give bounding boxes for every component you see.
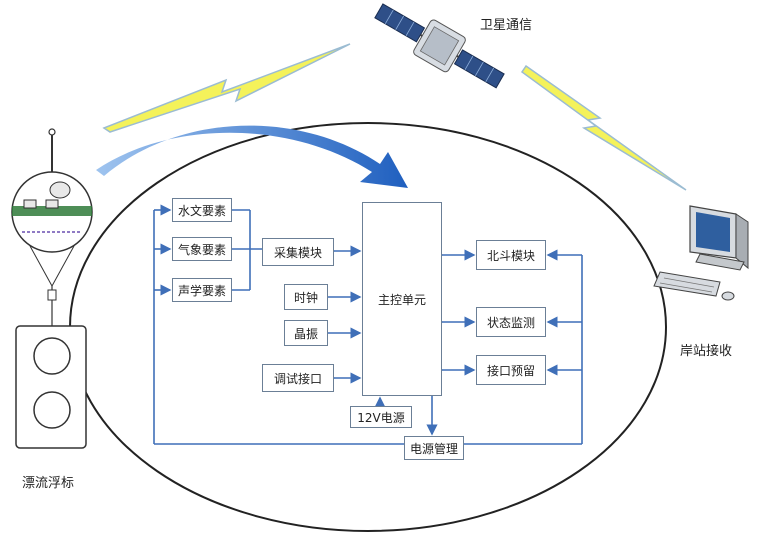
- interface-reserve-block: 接口预留: [476, 355, 546, 385]
- shore-station-label: 岸站接收: [680, 344, 733, 359]
- satellite-label: 卫星通信: [480, 18, 533, 33]
- status-monitor-block: 状态监测: [476, 307, 546, 337]
- swoosh-arrow: [96, 125, 408, 188]
- meteorology-block: 气象要素: [172, 237, 232, 261]
- buoy-label: 漂流浮标: [22, 476, 75, 491]
- computer-icon: [653, 205, 749, 301]
- lightning-bolt-left-icon: [102, 43, 351, 133]
- beidou-block: 北斗模块: [476, 240, 546, 270]
- hydrology-block: 水文要素: [172, 198, 232, 222]
- main-control-block: 主控单元: [362, 202, 442, 396]
- lightning-bolt-right-icon: [520, 64, 687, 191]
- crystal-block: 晶振: [284, 320, 328, 346]
- debug-port-block: 调试接口: [262, 364, 334, 392]
- connector-lines: [153, 204, 583, 445]
- clock-block: 时钟: [284, 284, 328, 310]
- satellite-icon: [374, 3, 505, 89]
- acquisition-block: 采集模块: [262, 238, 334, 266]
- power-mgmt-block: 电源管理: [404, 436, 464, 460]
- acoustics-block: 声学要素: [172, 278, 232, 302]
- power-12v-block: 12V电源: [350, 406, 412, 428]
- drifting-buoy-icon: [11, 128, 93, 449]
